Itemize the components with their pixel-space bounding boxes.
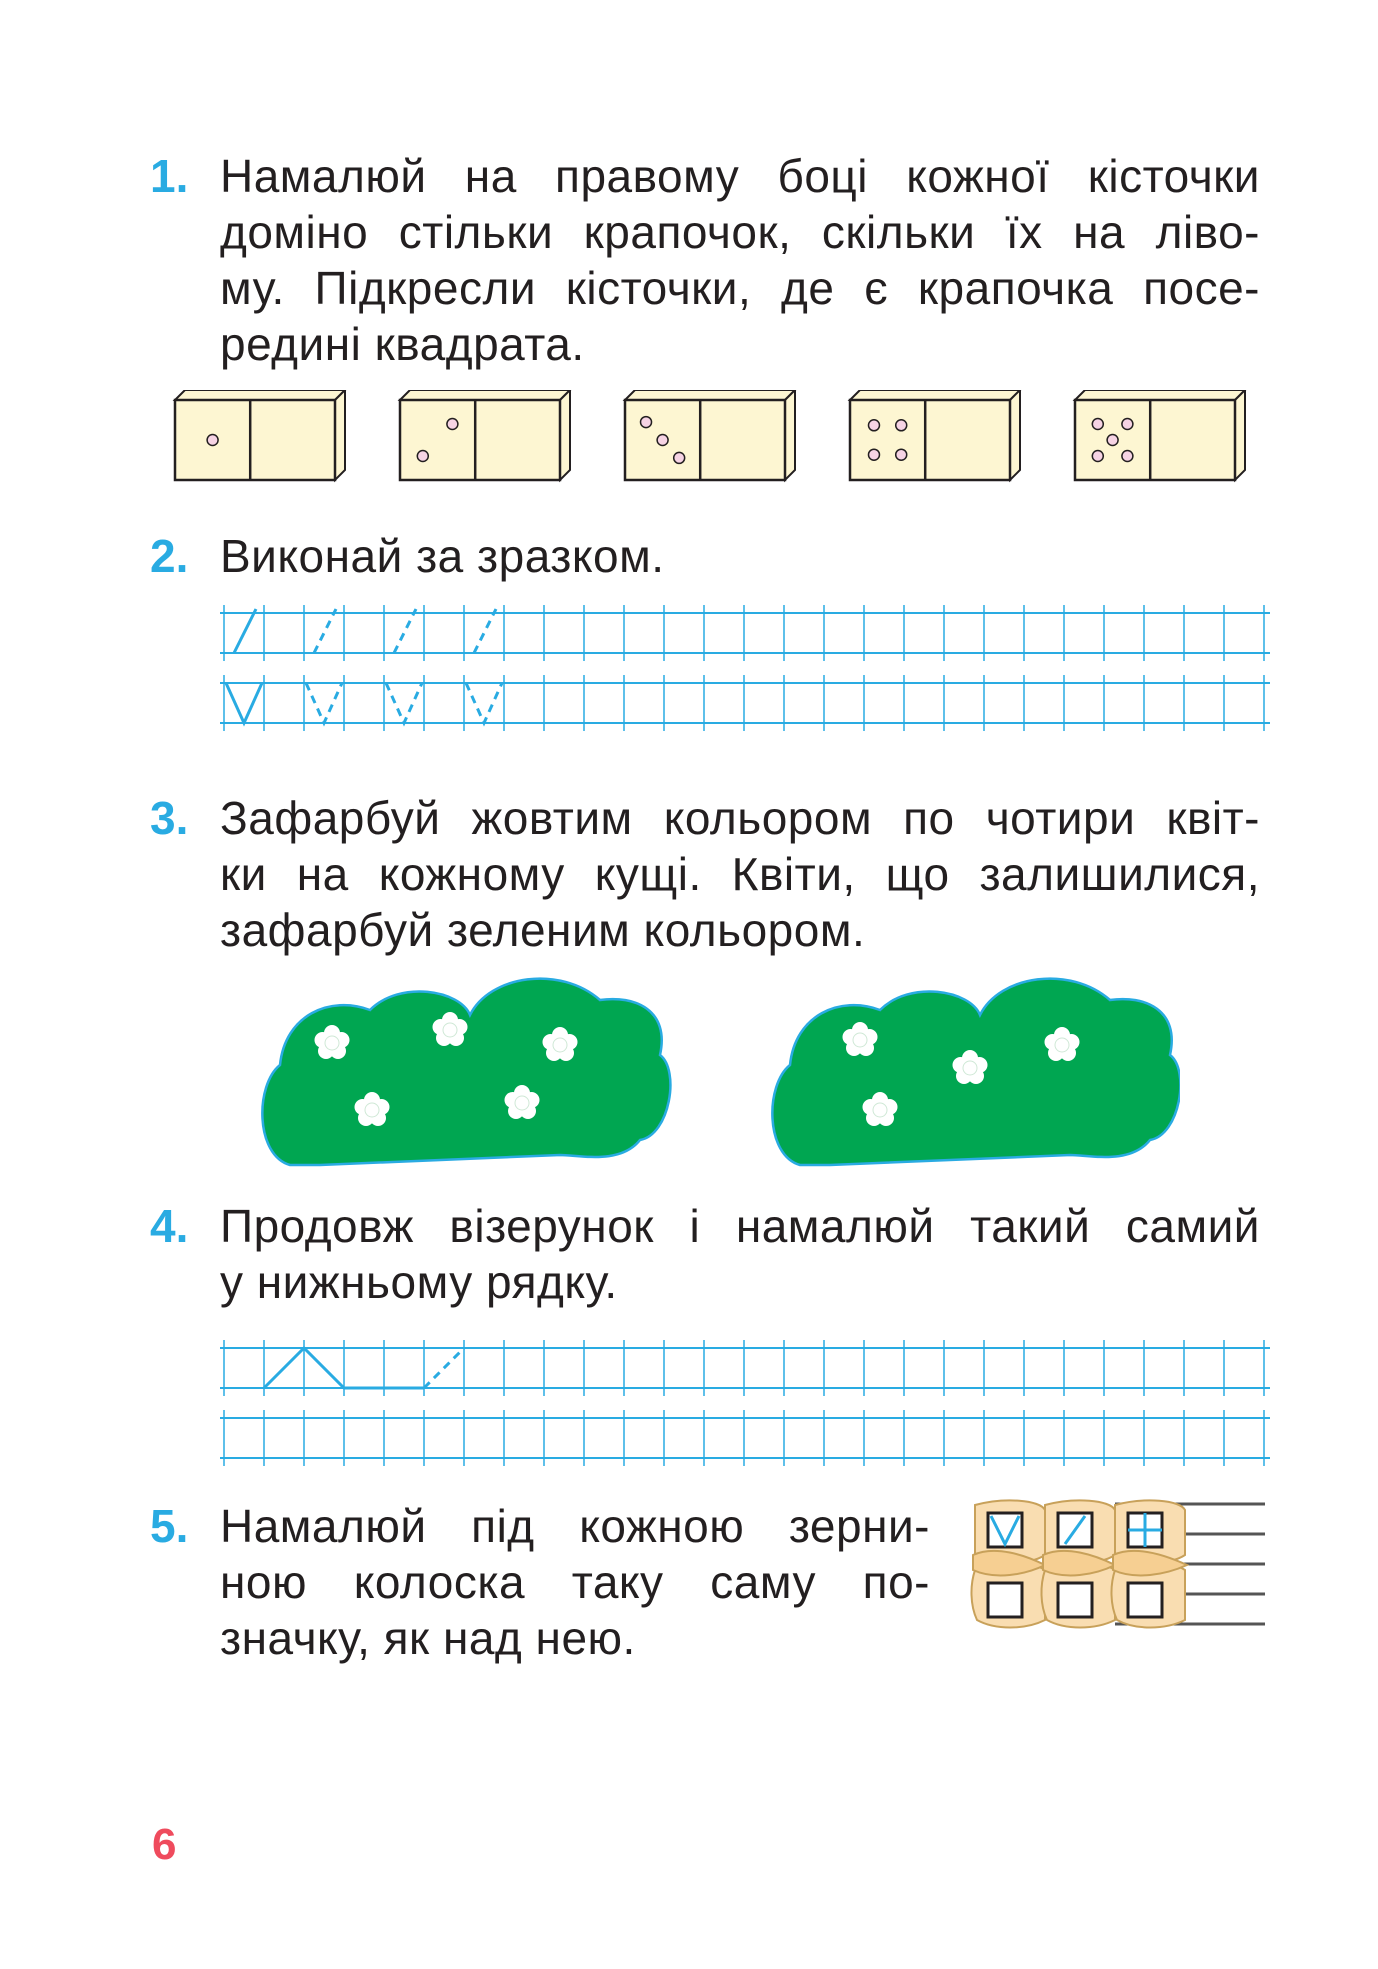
task-5-line-1: Намалюй під кожною зерни- [220,1500,930,1552]
task-1-line-4: редині квадрата. [220,318,585,370]
task-2-text: Виконай за зразком. [220,528,1260,584]
bush-1 [261,977,672,1167]
domino-dot [1091,417,1105,431]
domino-dot [894,448,908,461]
task-4-text: Продовж візерунок і намалюй такий самий … [220,1198,1260,1310]
domino[interactable] [622,390,797,483]
task-3-number: 3. [150,792,189,844]
task-3: 3. Зафарбуй жовтим кольором по чотири кв… [150,790,1260,958]
domino-dot [867,448,881,461]
domino-dot [894,419,908,432]
task-3-line-1: Зафарбуй жовтим кольором по чотири квіт- [220,792,1260,844]
task-1-text: Намалюй на правому боці кожної кісточки … [220,148,1260,372]
grain [1112,1549,1190,1577]
domino-dot [656,433,669,447]
check-v-icon [989,1515,1021,1548]
domino[interactable] [1072,390,1247,483]
domino-dot [1106,433,1119,447]
pattern-grid-1 [220,605,1270,731]
task-2-number: 2. [150,530,189,582]
slash-icon [1063,1515,1087,1545]
domino-dot [416,449,430,463]
task-5-text: Намалюй під кожною зерни- ною колоска та… [220,1498,930,1666]
task-3-line-3: зафарбуй зеленим кольором. [220,904,866,956]
task-2: 2. Виконай за зразком. [150,528,1260,584]
task-5-line-3: значку, як над нею. [220,1612,636,1664]
pattern-grid-2 [220,1340,1270,1466]
mark-box[interactable] [1126,1581,1164,1619]
task-1-line-3: му. Підкресли кісточки, де є крапочка по… [220,262,1260,314]
domino-dot [1121,417,1134,431]
task-4-line-2: у нижньому рядку. [220,1256,618,1308]
page-number: 6 [152,1820,177,1869]
task-1-number: 1. [150,150,189,202]
domino-dot [1091,449,1105,463]
domino-dot [867,419,881,432]
task-1-line-1: Намалюй на правому боці кожної кісточки [220,150,1260,202]
domino-row [172,390,1247,483]
mark-box[interactable] [986,1581,1024,1619]
task-5-line-2: ною колоска таку саму по- [220,1556,930,1608]
task-1-line-2: доміно стільки крапочок, скільки їх на л… [220,206,1260,258]
task-3-text: Зафарбуй жовтим кольором по чотири квіт-… [220,790,1260,958]
domino-dot [1121,449,1134,463]
task-5: 5. Намалюй під кожною зерни- ною колоска… [150,1498,930,1666]
domino-dot [672,451,686,465]
task-4-line-1: Продовж візерунок і намалюй такий самий [220,1200,1260,1252]
domino[interactable] [397,390,572,483]
bushes [261,977,1180,1167]
task-4: 4. Продовж візерунок і намалюй такий сам… [150,1198,1260,1310]
domino-dot [446,417,459,431]
task-5-number: 5. [150,1500,189,1552]
task-3-line-2: ки на кожному кущі. Квіти, що залишилися… [220,848,1260,900]
domino[interactable] [172,390,347,483]
domino[interactable] [847,390,1022,483]
domino-dot [639,415,653,429]
domino-dot [206,433,219,447]
wheat-ear [970,1499,1265,1629]
task-2-line-1: Виконай за зразком. [220,530,665,582]
task-4-number: 4. [150,1200,189,1252]
mark-box[interactable] [1056,1581,1094,1619]
task-1: 1. Намалюй на правому боці кожної кісточ… [150,148,1260,372]
